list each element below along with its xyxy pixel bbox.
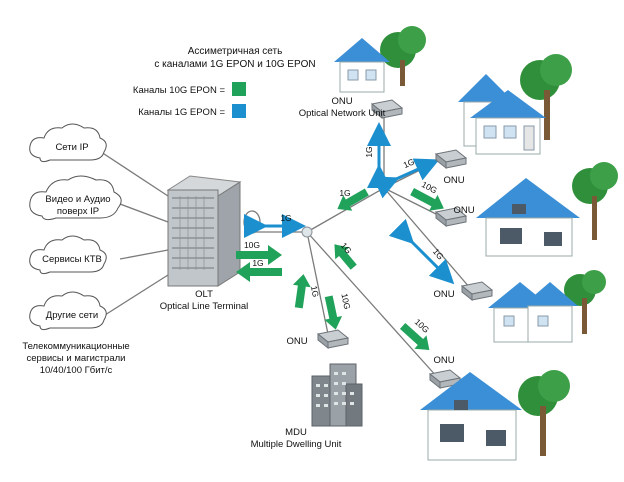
service-cloud-other: Другие сети <box>29 291 107 331</box>
service-ip-label: Сети IP <box>55 142 88 153</box>
onu-label-mdu: ONU <box>286 336 307 347</box>
service-cloud-ip: Сети IP <box>29 123 107 163</box>
onu-device-3 <box>434 207 468 228</box>
label-1g-olt-blue: 1G <box>280 213 291 223</box>
house-top <box>334 26 426 93</box>
arrow-1g-green-mdu <box>292 274 311 309</box>
onu-top-title: ONU <box>331 96 352 107</box>
service-cloud-ktv: Сервисы КТВ <box>29 235 107 275</box>
arrow-10g-green-onu3 <box>410 188 444 211</box>
service-video-line2: поверх IP <box>57 206 99 217</box>
label-10g-mdu: 10G <box>339 292 352 310</box>
onu-label-4: ONU <box>433 289 454 300</box>
onu-label-bottom: ONU <box>433 355 454 366</box>
arrow-1g-green-olt <box>236 262 282 282</box>
house-bottom <box>420 370 570 461</box>
diagram-title-line1: Ассиметричная сеть <box>188 46 283 57</box>
house-right-middle <box>476 162 618 257</box>
mdu-building-icon <box>311 363 363 427</box>
onu-top-subtitle: Optical Network Unit <box>299 108 386 119</box>
arrow-10g-green-mdu <box>324 295 343 330</box>
diagram-title-line2: с каналами 1G EPON и 10G EPON <box>154 59 315 70</box>
service-cloud-video: Видео и Аудио поверх IP <box>29 175 122 221</box>
olt-title: OLT <box>195 289 213 300</box>
fiber-coil <box>243 210 261 234</box>
legend-green-label: Каналы 10G EPON = <box>133 85 226 96</box>
splitter-secondary <box>378 182 390 194</box>
arrow-10g-green-olt <box>236 245 282 265</box>
telecom-line3: 10/40/100 Гбит/с <box>40 365 113 376</box>
label-1g-onu2: 1G <box>402 156 416 170</box>
label-1g-onu4: 1G <box>431 247 446 262</box>
onu-label-2: ONU <box>443 175 464 186</box>
legend-blue-swatch <box>232 104 246 118</box>
onu-device-2 <box>434 149 468 170</box>
label-1g-hop: 1G <box>339 188 350 198</box>
arrow-1g-green-main <box>334 244 357 270</box>
mdu-subtitle: Multiple Dwelling Unit <box>251 439 342 450</box>
arrow-10g-green-bottom <box>399 322 430 351</box>
onu-device-4 <box>460 281 494 302</box>
house-upper-right <box>458 54 572 155</box>
service-other-label: Другие сети <box>46 310 98 321</box>
mdu-title: MDU <box>285 427 307 438</box>
label-1g-mdu: 1G <box>309 285 321 298</box>
onu-device-top <box>370 99 404 120</box>
service-ktv-label: Сервисы КТВ <box>42 254 102 265</box>
label-10g-olt: 10G <box>244 240 260 250</box>
label-1g-top: 1G <box>364 146 374 157</box>
arrow-1g-blue-onu2 <box>372 158 440 199</box>
olt-rack-icon <box>166 175 242 287</box>
label-10g-bottom: 10G <box>413 317 432 335</box>
service-video-line1: Видео и Аудио <box>45 194 110 205</box>
onu-device-mdu <box>316 329 350 350</box>
telecom-line1: Телекоммуникационные <box>22 341 129 352</box>
onu-label-3: ONU <box>453 205 474 216</box>
house-lower-right <box>488 270 606 343</box>
legend-green-swatch <box>232 82 246 96</box>
olt-subtitle: Optical Line Terminal <box>160 301 249 312</box>
arrow-1g-green-hop <box>337 188 369 211</box>
label-1g-olt-green: 1G <box>252 258 263 268</box>
telecom-line2: сервисы и магистрали <box>27 353 126 364</box>
arrow-1g-blue-onu4 <box>388 218 455 285</box>
legend-blue-label: Каналы 1G EPON = <box>138 107 225 118</box>
splitter-main <box>301 226 313 238</box>
